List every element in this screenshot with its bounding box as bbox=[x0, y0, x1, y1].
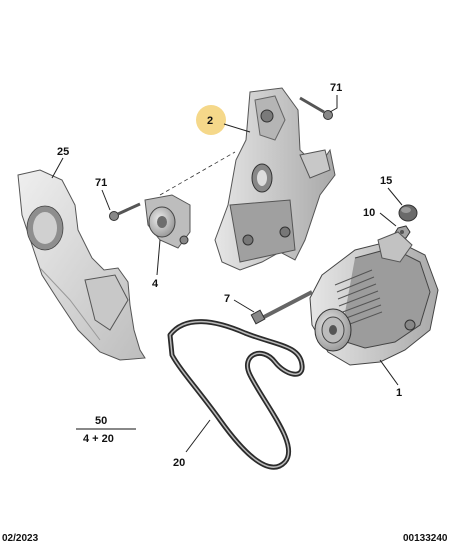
highlight-circle bbox=[196, 105, 226, 135]
leader-15 bbox=[387, 187, 403, 206]
part-71-bolt-top[interactable] bbox=[299, 96, 333, 120]
part-71-bolt-left[interactable] bbox=[109, 202, 141, 221]
callout-10: 10 bbox=[363, 207, 375, 219]
part-4-tensioner[interactable] bbox=[144, 194, 191, 249]
leader-25 bbox=[51, 157, 64, 179]
callout-4: 4 bbox=[152, 278, 159, 290]
leader-7 bbox=[233, 299, 255, 313]
leader-71a bbox=[329, 95, 338, 113]
leader-20 bbox=[185, 419, 211, 453]
callout-2: 2 bbox=[207, 115, 213, 127]
part-7-bolt[interactable] bbox=[250, 290, 313, 325]
part-1-alternator[interactable] bbox=[309, 231, 439, 366]
callout-25: 25 bbox=[57, 146, 69, 158]
leader-71b bbox=[101, 189, 111, 211]
leader-2 bbox=[223, 123, 251, 133]
footer-ref: 00133240 bbox=[403, 533, 448, 544]
leader-1 bbox=[379, 359, 399, 386]
part-15-cap[interactable] bbox=[398, 204, 418, 222]
callout-15: 15 bbox=[380, 175, 392, 187]
callout-71-left: 71 bbox=[95, 177, 107, 189]
callout-7: 7 bbox=[224, 293, 230, 305]
ratio-bottom: 4 + 20 bbox=[83, 433, 114, 445]
footer-date: 02/2023 bbox=[2, 533, 39, 544]
part-20-belt[interactable] bbox=[167, 319, 305, 470]
part-2-bracket[interactable] bbox=[214, 87, 336, 271]
callout-1: 1 bbox=[396, 387, 402, 399]
leader-4 bbox=[156, 239, 161, 276]
ratio-top: 50 bbox=[95, 415, 107, 427]
part-25-shield[interactable] bbox=[17, 169, 146, 361]
callout-71-top: 71 bbox=[330, 82, 342, 94]
leader-10 bbox=[379, 212, 397, 227]
callout-20: 20 bbox=[173, 457, 185, 469]
